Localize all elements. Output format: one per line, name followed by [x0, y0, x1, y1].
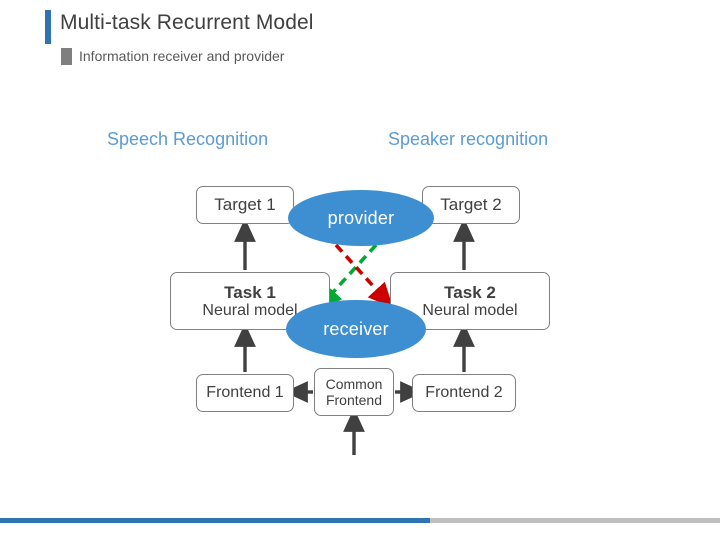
node-task-2-title: Task 2	[444, 282, 496, 302]
node-task-2-subtitle: Neural model	[422, 301, 518, 319]
node-frontend-1: Frontend 1	[196, 374, 294, 412]
node-target-2: Target 2	[422, 186, 520, 224]
node-common-frontend: Common Frontend	[314, 368, 394, 416]
node-frontend-2: Frontend 2	[412, 374, 516, 412]
page-title: Multi-task Recurrent Model	[60, 11, 314, 34]
node-target-1: Target 1	[196, 186, 294, 224]
node-task-1-subtitle: Neural model	[202, 301, 298, 319]
node-task-1: Task 1 Neural model	[170, 272, 330, 330]
callout-receiver: receiver	[286, 300, 426, 358]
node-common-frontend-line1: Common	[325, 375, 383, 392]
column-heading-speaker-recognition: Speaker recognition	[388, 129, 549, 149]
subtitle-accent-bar	[61, 48, 72, 65]
callout-provider: provider	[288, 190, 434, 246]
node-common-frontend-line2: Frontend	[325, 392, 383, 408]
footer-rule-accent	[0, 518, 430, 523]
title-accent-bar	[45, 10, 51, 44]
column-heading-speech-recognition: Speech Recognition	[107, 129, 269, 149]
node-task-1-title: Task 1	[224, 282, 276, 302]
page-subtitle: Information receiver and provider	[79, 48, 285, 64]
